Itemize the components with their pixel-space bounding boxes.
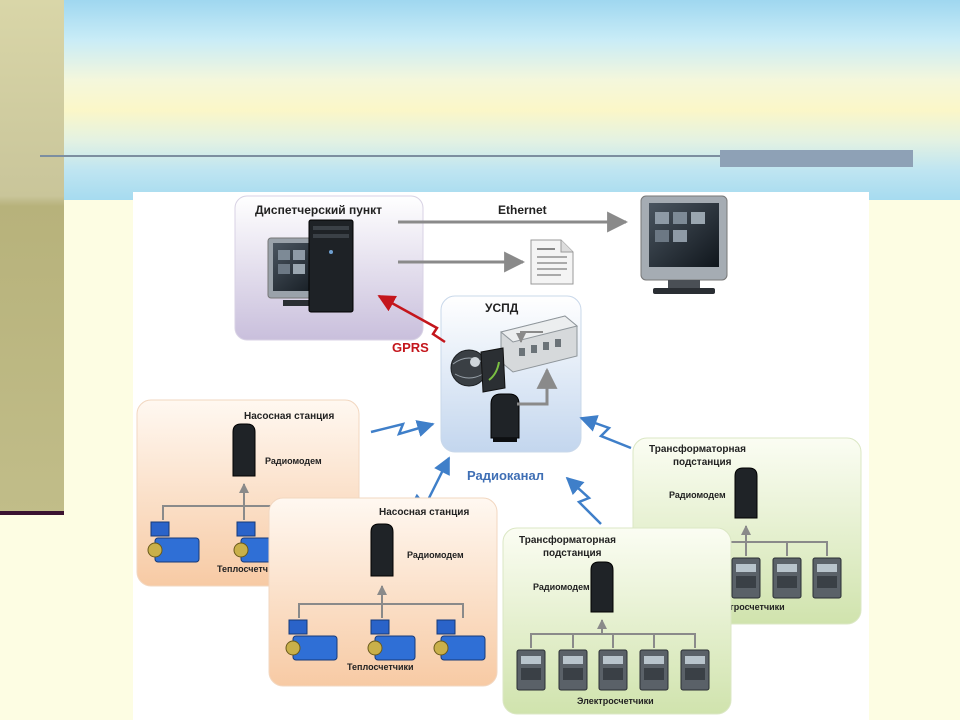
pump2-title: Насосная станция <box>379 507 469 518</box>
pump-station-2: Насосная станция Радиомодем Теплосчетчик… <box>268 497 498 687</box>
dispatch-center: Диспетчерский пункт <box>234 195 424 341</box>
trans1-title-line2: подстанция <box>543 548 602 559</box>
pump1-meters-label: Теплосчетчики <box>217 564 284 574</box>
uspd-title: УСПД <box>485 301 519 315</box>
left-accent-underline <box>0 511 64 515</box>
electric-meter-icon <box>680 649 710 691</box>
trans2-meters-label: Электросчетчики <box>708 602 785 612</box>
electric-meter-icon <box>598 649 628 691</box>
electric-meter-icon <box>731 557 761 599</box>
trans2-title-line1: Трансформаторная <box>649 443 746 455</box>
gprs-arrow <box>377 294 446 344</box>
trans2-radiomodem-icon <box>734 467 758 519</box>
radio-channel-label: Радиоканал <box>467 468 544 483</box>
remote-monitor-icon <box>640 195 728 294</box>
diagram-canvas: Диспетчерский пункт Ethernet <box>136 195 862 715</box>
trans1-modem-label: Радиомодем <box>533 582 590 592</box>
radio-link-trans1 <box>565 476 602 525</box>
pump1-title: Насосная станция <box>244 411 334 422</box>
pump2-meters-label: Теплосчетчики <box>347 662 414 672</box>
pump1-modem-label: Радиомодем <box>265 456 322 466</box>
electric-meter-icon <box>639 649 669 691</box>
uspd-radiomodem-icon <box>490 393 520 442</box>
electric-meter-icon <box>772 557 802 599</box>
electric-meter-icon <box>516 649 546 691</box>
pump2-radiomodem-icon <box>370 523 394 577</box>
transformer-substation-1: Трансформаторная подстанция Радиомодем Э… <box>502 527 732 715</box>
dispatch-title: Диспетчерский пункт <box>255 203 382 217</box>
gprs-label: GPRS <box>392 340 429 355</box>
electric-meter-icon <box>812 557 842 599</box>
ethernet-label: Ethernet <box>498 203 547 217</box>
heat-meter-icon <box>433 619 486 661</box>
pump2-bus <box>298 603 464 618</box>
network-diagram: Диспетчерский пункт Ethernet <box>133 192 869 720</box>
controller-loop-arrow <box>516 331 543 343</box>
radio-link-pump1 <box>370 420 435 437</box>
title-rule-accent <box>720 150 913 167</box>
trans2-title-line2: подстанция <box>673 457 732 468</box>
trans1-radiomodem-icon <box>590 561 614 613</box>
heat-meter-icon <box>367 619 416 661</box>
dispatch-computer-icon <box>267 219 354 313</box>
trans1-bus <box>530 633 696 648</box>
modem-to-controller-arrow <box>517 367 558 406</box>
trans2-modem-label: Радиомодем <box>669 490 726 500</box>
document-icon <box>530 239 574 285</box>
pump1-radiomodem-icon <box>232 423 256 477</box>
trans1-title-line1: Трансформаторная <box>519 534 616 546</box>
heat-meter-icon <box>285 619 338 661</box>
pump2-modem-label: Радиомодем <box>407 550 464 560</box>
radio-link-trans2 <box>579 415 632 450</box>
left-accent-bar <box>0 0 64 515</box>
header-background <box>0 0 960 200</box>
heat-meter-icon <box>147 521 200 563</box>
trans1-meters-label: Электросчетчики <box>577 696 654 706</box>
uspd-node: УСПД <box>440 295 582 453</box>
electric-meter-icon <box>558 649 588 691</box>
gprs-modem-globe-icon <box>450 347 506 393</box>
title-rule <box>40 155 910 157</box>
